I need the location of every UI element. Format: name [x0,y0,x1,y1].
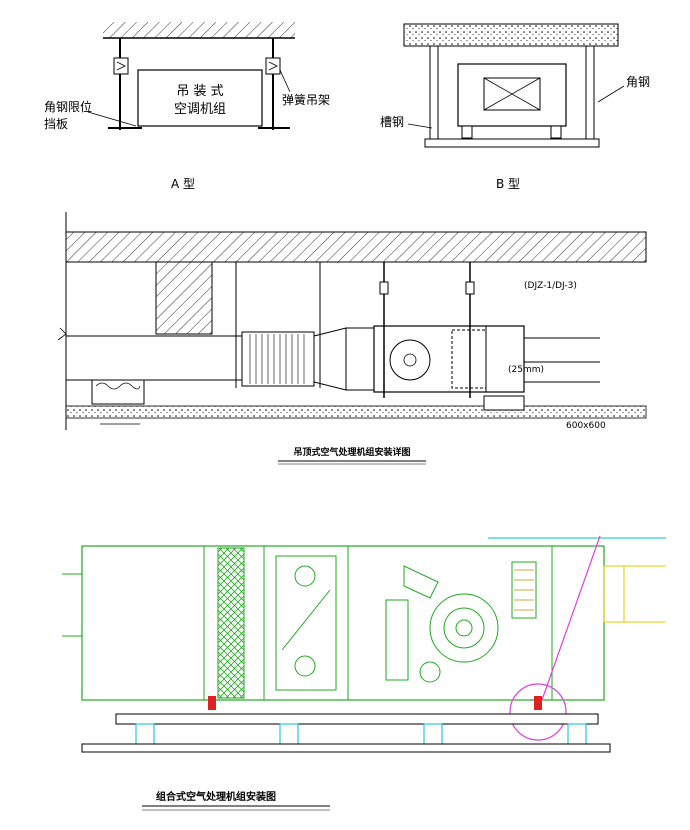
isolator-1 [135,723,155,745]
base-frame [115,713,599,725]
beam [155,261,213,335]
ceiling-slab-b [403,23,619,47]
model-label: (DJZ-1/DJ-3) [524,281,577,291]
diagram-a: 吊 装 式 空调机组 弹簧吊架 角钢限位 挡板 A 型 [44,22,330,191]
channel-steel-label: 槽钢 [380,115,404,129]
diagram-c: (DJZ-1/DJ-3) (25mm) 600x600 吊顶式空气处理机组安装详… [57,212,647,465]
angle-steel-label: 角钢 [626,75,650,89]
diagram-b: 角钢 槽钢 B 型 [380,23,650,191]
leader-angle-stop [87,111,137,127]
leader-angle-steel [597,85,625,103]
channel-steel-left [429,45,439,141]
flex-connector [345,327,375,391]
combined-ahu-casing [81,545,605,701]
caption-a: A 型 [171,177,195,191]
size-label: 600x600 [566,421,606,431]
fan-wheel [429,593,499,663]
leader-spring-hanger [279,69,291,93]
duct-transition [313,327,347,391]
spring-hanger-right [265,57,281,75]
muffler [241,331,315,387]
title-d: 组合式空气处理机组安装图 [156,790,276,803]
concrete-base [81,743,611,753]
isolator-3 [423,723,443,745]
filter-section [217,547,245,699]
unit-label-line2: 空调机组 [174,102,226,117]
isolator-right [550,125,562,139]
leader-channel-steel [407,123,433,129]
fan-scroll [389,339,431,381]
spring-hanger-label: 弹簧吊架 [282,92,330,107]
bottom-channel [424,138,600,148]
caption-b: B 型 [496,177,520,191]
isolator-2 [279,723,299,745]
red-marker-left [208,696,216,710]
outlet-duct [603,565,625,623]
detail-circle [509,683,567,741]
isolator-4 [567,723,587,745]
unit-label-line1: 吊 装 式 [176,84,223,99]
muffler-slats [249,334,305,384]
ceiling-slab-a [103,22,295,38]
red-marker-right [534,696,542,710]
diagram-d: 组合式空气处理机组安装图 [62,535,666,811]
title-c: 吊顶式空气处理机组安装详图 [293,446,410,458]
spring-hanger-left [113,57,129,75]
angle-stop-label-line2: 挡板 [44,117,68,131]
isolator-left [461,125,473,139]
suspended-ahu-unit [137,69,263,127]
angle-steel-right [585,45,595,141]
gap-label: (25mm) [508,365,544,375]
coil-section-d [275,555,337,691]
return-grille [483,395,525,411]
angle-stop-label-line1: 角钢限位 [44,99,92,114]
ceiling-slab-c [65,231,647,263]
floor-slab [65,405,647,419]
flex-connector-d [511,561,537,619]
magenta-leader [541,535,601,701]
motor [419,661,441,683]
floor-support [91,379,145,405]
